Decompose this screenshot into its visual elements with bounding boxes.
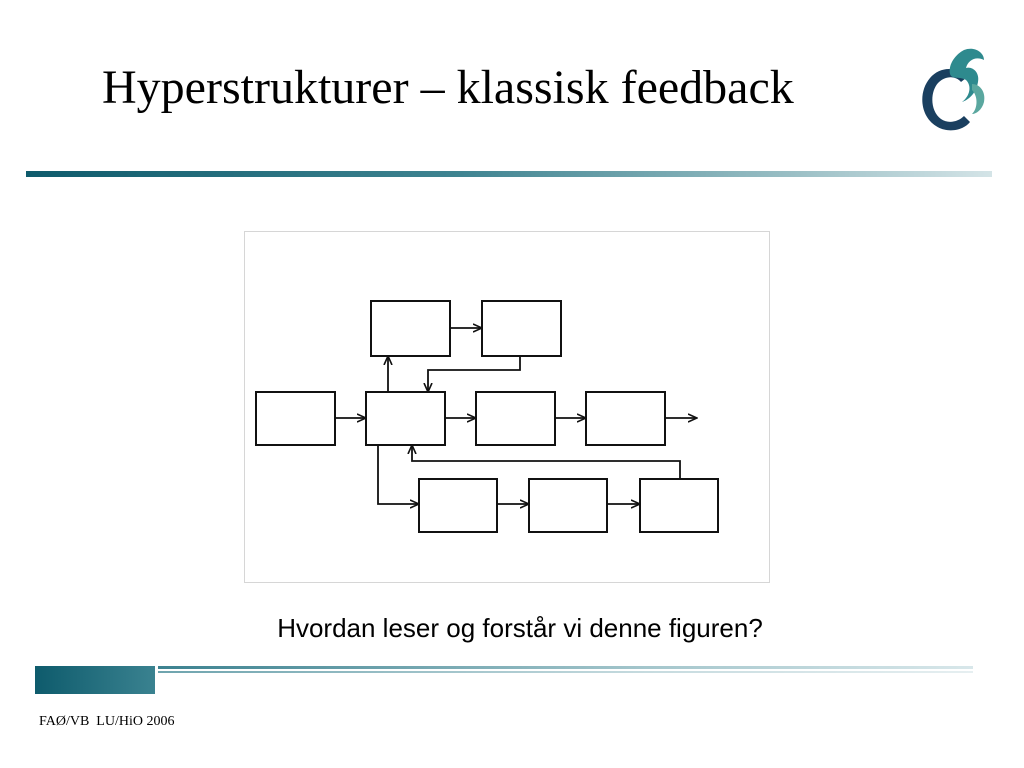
diagram-box-bottom-1 bbox=[418, 478, 498, 533]
diagram-canvas bbox=[255, 300, 719, 533]
diagram-box-mid-1 bbox=[255, 391, 336, 446]
hio-logo-icon bbox=[922, 48, 985, 131]
diagram-box-bottom-3 bbox=[639, 478, 719, 533]
diagram-box-top-1 bbox=[370, 300, 451, 357]
slide-question: Hvordan leser og forstår vi denne figure… bbox=[277, 613, 763, 643]
footer-divider-secondary bbox=[158, 671, 973, 673]
diagram-box-mid-3 bbox=[475, 391, 556, 446]
diagram-box-mid-4 bbox=[585, 391, 666, 446]
diagram-box-mid-2 bbox=[365, 391, 446, 446]
diagram-feedback-arrow bbox=[412, 446, 681, 479]
feedback-diagram bbox=[244, 231, 770, 583]
diagram-box-top-2 bbox=[481, 300, 562, 357]
title-divider bbox=[26, 171, 992, 177]
footer-accent-block bbox=[35, 666, 155, 694]
diagram-arrow bbox=[377, 445, 418, 504]
diagram-feedback-arrow bbox=[428, 356, 521, 391]
footer-text: FAØ/VB LU/HiO 2006 bbox=[39, 714, 175, 729]
diagram-box-bottom-2 bbox=[528, 478, 608, 533]
footer-divider bbox=[158, 666, 973, 669]
slide-title: Hyperstrukturer – klassisk feedback bbox=[102, 61, 794, 114]
